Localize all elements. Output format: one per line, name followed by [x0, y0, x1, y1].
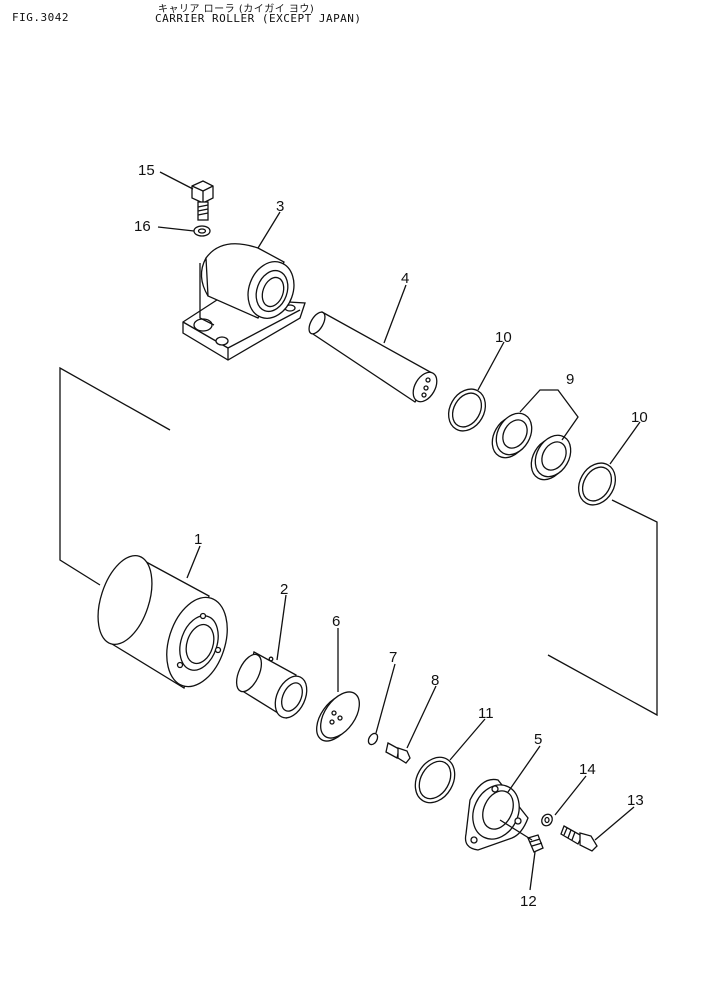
callout-6: 6	[332, 613, 340, 630]
part-4-shaft	[308, 311, 438, 403]
part-9-floating-seal-right	[530, 434, 572, 481]
part-6-thrust-plate	[316, 691, 360, 742]
callout-13: 13	[627, 792, 644, 809]
callout-5: 5	[534, 731, 542, 748]
part-3-bracket	[182, 243, 306, 361]
leader-lines	[157, 171, 641, 891]
callout-4: 4	[401, 270, 409, 287]
callout-11: 11	[478, 705, 494, 722]
callout-8: 8	[431, 672, 439, 689]
callout-10-lower: 10	[631, 409, 648, 426]
callout-10-upper: 10	[495, 329, 512, 346]
callout-1: 1	[194, 531, 202, 548]
callout-12: 12	[520, 893, 537, 910]
part-5-cover	[464, 778, 529, 851]
figure-number: FIG.3042	[12, 11, 69, 24]
part-15-bolt	[191, 180, 214, 221]
callout-9: 9	[566, 371, 574, 388]
part-13-bolt	[560, 825, 598, 852]
callout-15: 15	[138, 162, 155, 179]
callout-7: 7	[389, 649, 397, 666]
assembly-guide-lines	[59, 366, 658, 717]
part-16-washer	[193, 225, 211, 237]
part-7-washer	[367, 732, 379, 746]
diagram-title: CARRIER ROLLER (EXCEPT JAPAN)	[155, 12, 362, 25]
part-8-bolt	[385, 742, 411, 764]
part-12-plug	[527, 834, 544, 853]
callout-16: 16	[134, 218, 151, 235]
part-10-o-ring-upper	[447, 388, 487, 432]
part-2-bushing	[235, 651, 308, 720]
part-10-o-ring-lower	[577, 462, 617, 506]
callout-labels: 1 2 3 4 5 6 7 8 9 10 10 11 12 13 14 15 1…	[134, 162, 648, 910]
japanese-title: キャリア ローラ (カイガイ ヨウ)	[158, 4, 315, 15]
callout-14: 14	[579, 761, 596, 778]
part-1-roller	[97, 554, 228, 690]
callout-2: 2	[280, 581, 288, 598]
part-9-floating-seal-left	[491, 412, 533, 459]
part-14-washer	[541, 813, 553, 827]
part-11-o-ring	[414, 756, 456, 804]
callout-3: 3	[276, 198, 284, 215]
